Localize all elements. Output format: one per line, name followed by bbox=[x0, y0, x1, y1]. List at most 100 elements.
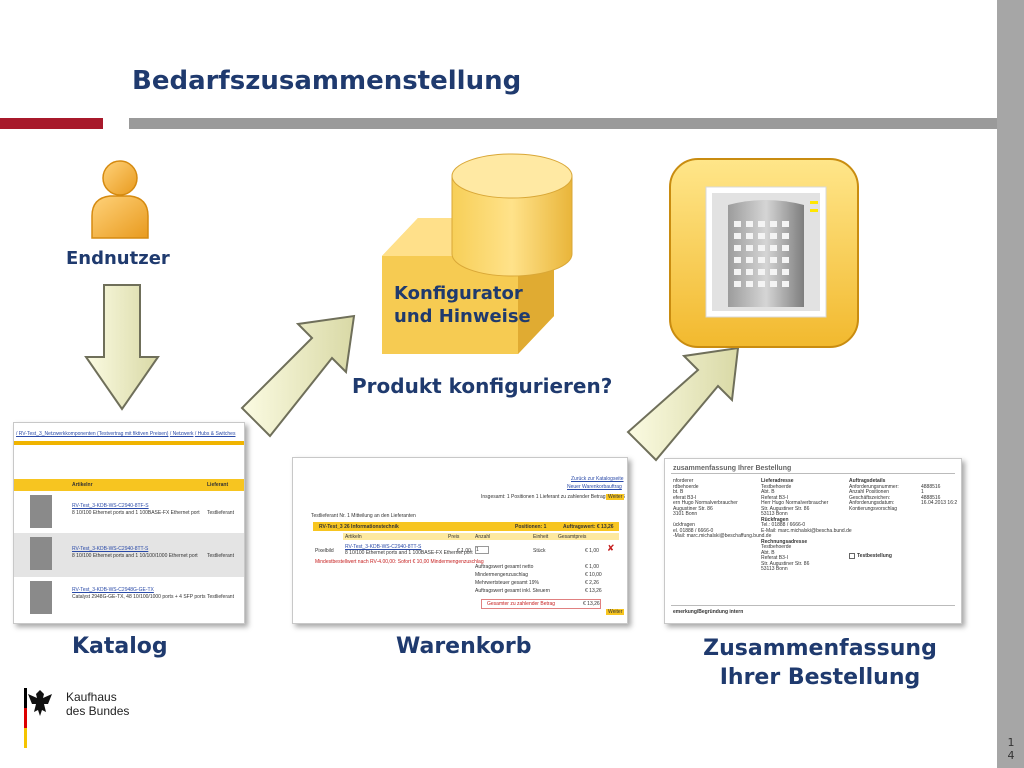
summary-line: ückfragen bbox=[673, 522, 695, 528]
weiter-button-top[interactable]: Weiter bbox=[606, 494, 625, 500]
summary-line: Herr Hugo Normalverbraucher bbox=[761, 500, 829, 506]
table-row[interactable]: RV-Test_3-KDB-WS-C2940-8TT-S 8 10/100 Et… bbox=[14, 533, 244, 577]
summary-caption-line2: Ihrer Bestellung bbox=[719, 665, 921, 690]
delete-icon[interactable]: ✘ bbox=[607, 544, 615, 554]
total-value-4: € 13,26 bbox=[585, 588, 602, 594]
quantity-input[interactable]: 1 bbox=[475, 546, 489, 554]
configurator-label: Konfigurator und Hinweise bbox=[394, 282, 531, 328]
summary-line: 53113 Bonn bbox=[761, 511, 788, 517]
summary-line: Referat B3-I bbox=[761, 494, 788, 501]
test-order-label: Testbestellung bbox=[857, 553, 892, 559]
product-supplier: Testlieferant bbox=[207, 594, 234, 600]
product-image bbox=[30, 495, 52, 528]
summary-line: Testbehoerde bbox=[761, 483, 792, 490]
logo-line1: Kaufhaus bbox=[66, 690, 117, 704]
catalog-toolbar-bar bbox=[14, 441, 244, 445]
database-icon bbox=[382, 153, 573, 354]
pay-total-box bbox=[481, 599, 601, 609]
product-link[interactable]: RV-Test_3-KDB-WS-C2940-8TF-S bbox=[72, 503, 149, 509]
summary-line: -Mail: marc.michalski@beschaffung.bund.d… bbox=[673, 533, 772, 539]
group-positions: Positionen: 1 bbox=[515, 524, 547, 530]
product-supplier: Testlieferant bbox=[207, 553, 234, 559]
total-label-3: Mehrwertsteuer gesamt 19% bbox=[475, 580, 539, 586]
product-image bbox=[30, 537, 52, 570]
total-value-2: € 10,00 bbox=[585, 572, 602, 578]
summary-line: rdbehoerde bbox=[673, 483, 699, 490]
product-link[interactable]: RV-Test_3-KDB-WS-C2948G-GE-TX bbox=[72, 587, 154, 593]
catalog-breadcrumb: / RV-Test_3_Netzwerkkomponenten (Testver… bbox=[16, 431, 235, 437]
breadcrumb-hubs[interactable]: / Hubs & Switches bbox=[194, 431, 236, 437]
new-cart-link[interactable]: Neuer Warenkorbauftrag bbox=[567, 484, 622, 490]
item-total: € 1,00 bbox=[585, 548, 599, 554]
product-supplier: Testlieferant bbox=[207, 510, 234, 516]
summary-line: Auftragsdetails bbox=[849, 478, 886, 484]
right-edge-strip bbox=[997, 0, 1024, 768]
summary-line: Geschäftszeichen: bbox=[849, 494, 891, 501]
product-image bbox=[30, 581, 52, 614]
page-number-digit-1: 1 bbox=[1007, 736, 1015, 749]
total-label-2: Mindermengenzuschlag bbox=[475, 572, 529, 578]
col-artikelnr[interactable]: Artikelnr bbox=[72, 482, 93, 488]
catalog-caption: Katalog bbox=[72, 634, 168, 659]
item-unit: Stück bbox=[533, 548, 546, 554]
summary-line: 16.04.2013 16:2 bbox=[921, 500, 958, 506]
breadcrumb-catalog[interactable]: / RV-Test_3_Netzwerkkomponenten (Testver… bbox=[16, 431, 169, 437]
summary-heading: zusammenfassung Ihrer Bestellung bbox=[673, 465, 792, 472]
product-link[interactable]: RV-Test_3-KDB-WS-C2940-8TT-S bbox=[72, 546, 149, 552]
summary-line: bt. B bbox=[673, 489, 684, 495]
summary-line: Str. Augustiner Str. 86 bbox=[761, 560, 810, 567]
product-desc: 8 10/100 Ethernet ports and 1 100BASE-FX… bbox=[72, 510, 200, 516]
summary-line: 3101 Bonn bbox=[673, 511, 698, 517]
summary-line: Testbehoerde bbox=[761, 544, 792, 550]
summary-line: E-Mail: marc.michalski@bescha.bund.de bbox=[761, 527, 852, 534]
back-to-catalog-link[interactable]: Zurück zur Katalogseite bbox=[571, 476, 624, 482]
summary-line: Tel.: 01888 / 6666-0 bbox=[761, 522, 806, 528]
cart-caption: Warenkorb bbox=[396, 634, 532, 659]
eagle-icon bbox=[24, 688, 52, 748]
breadcrumb-netzwerk[interactable]: / Netzwerk bbox=[169, 431, 194, 437]
catalog-screenshot: / RV-Test_3_Netzwerkkomponenten (Testver… bbox=[13, 422, 245, 624]
table-row[interactable]: RV-Test_3-KDB-WS-C2940-8TF-S 8 10/100 Et… bbox=[14, 491, 244, 533]
group-value: Auftragswert: € 13,26 bbox=[563, 524, 614, 530]
configurator-label-line2: und Hinweise bbox=[394, 306, 531, 327]
item-link[interactable]: RV-Test_3-KDB-WS-C2940-8TT-S bbox=[345, 544, 422, 550]
summary-caption: Zusammenfassung Ihrer Bestellung bbox=[700, 634, 940, 692]
group-header: RV-Test_3 26 Informationstechnik bbox=[319, 524, 399, 530]
pay-value: € 13,26 bbox=[583, 601, 600, 607]
summary-line: Rechnungsadresse bbox=[761, 538, 808, 545]
summary-caption-line1: Zusammenfassung bbox=[703, 636, 937, 661]
item-desc: 8 10/100 Ethernet ports and 1 100BASE-FX… bbox=[345, 550, 473, 556]
total-value-1: € 1,00 bbox=[585, 564, 599, 570]
diagonal-arrow-left-icon bbox=[240, 314, 356, 438]
summary-footer: emerkung/Begründung intern bbox=[673, 609, 744, 615]
total-label-1: Auftragswert gesamt netto bbox=[475, 564, 534, 570]
weiter-button-bottom[interactable]: Weiter bbox=[606, 609, 625, 615]
test-order-checkbox[interactable] bbox=[849, 553, 855, 559]
col-anzahl: Anzahl bbox=[475, 534, 491, 540]
summary-screenshot: zusammenfassung Ihrer Bestellung nforder… bbox=[664, 458, 962, 624]
summary-line: Augustiner Str. 86 bbox=[673, 505, 713, 512]
header-accent-bar bbox=[0, 118, 103, 129]
pay-label: Gesamter zu zahlender Betrag bbox=[487, 601, 556, 607]
minimum-warning: Mindestbestellwert nach RV-4.00,00: Sofo… bbox=[315, 559, 484, 565]
summary-line: Str. Augustiner Str. 86 bbox=[761, 505, 810, 512]
col-lieferant[interactable]: Lieferant bbox=[207, 482, 229, 488]
summary-line bbox=[921, 507, 957, 513]
summary-line: Anzahl Positionen bbox=[849, 489, 890, 495]
summary-line: el. 01888 / 6666-0 bbox=[673, 527, 714, 534]
summary-line: 4888516 bbox=[921, 494, 941, 501]
page-title: Bedarfszusammenstellung bbox=[132, 66, 522, 96]
header-divider-bar bbox=[129, 118, 997, 129]
summary-line: 1 bbox=[921, 489, 924, 495]
cart-screenshot: Zurück zur Katalogseite Neuer Warenkorba… bbox=[292, 457, 628, 624]
table-row[interactable]: RV-Test_3-KDB-WS-C2948G-GE-TX Catalyst 2… bbox=[14, 577, 244, 621]
summary-line: Anforderungsnummer: bbox=[849, 483, 899, 490]
cart-summary: Insgesamt: 1 Positionen 1 Lieferant zu z… bbox=[481, 494, 625, 500]
summary-rule bbox=[671, 473, 955, 474]
product-desc: 8 10/100 Ethernet ports and 1 10/100/100… bbox=[72, 553, 198, 559]
question-text: Produkt konfigurieren? bbox=[352, 374, 613, 398]
summary-line: ern Hugo Normalverbraucher bbox=[673, 500, 738, 506]
